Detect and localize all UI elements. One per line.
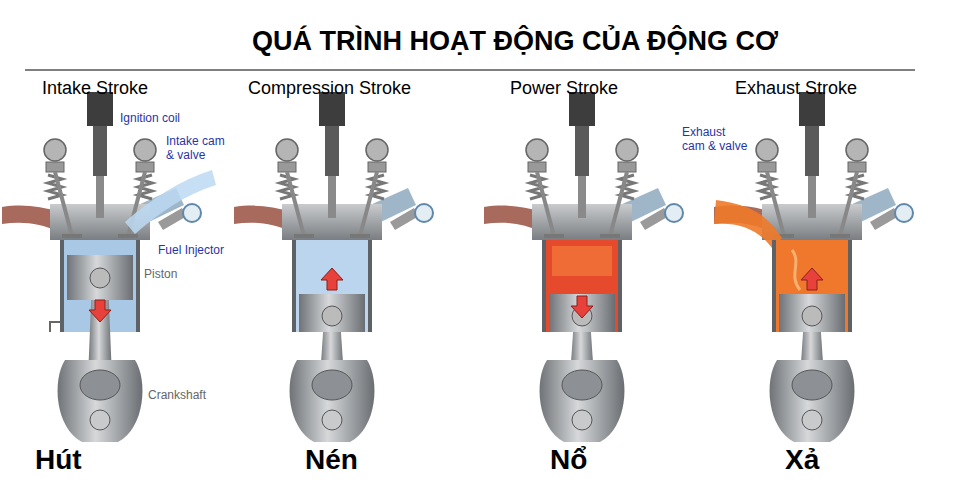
part-label: Piston (144, 268, 177, 282)
stroke-vi-name: Nổ (550, 444, 587, 476)
part-label: Exhaust cam & valve (682, 126, 750, 154)
diagram-title: QUÁ TRÌNH HOẠT ĐỘNG CỦA ĐỘNG CƠ (252, 26, 778, 57)
power-panel (484, 92, 683, 442)
stroke-name: Intake Stroke (42, 78, 148, 99)
stroke-vi-name: Xả (785, 444, 819, 476)
part-label: Fuel Injector (158, 244, 224, 258)
part-label: Intake cam & valve (166, 135, 232, 163)
stroke-name: Exhaust Stroke (735, 78, 857, 99)
stroke-vi-name: Nén (305, 444, 358, 476)
compression-panel (234, 92, 433, 442)
part-label: Ignition coil (120, 112, 180, 126)
part-label: Crankshaft (148, 389, 206, 403)
stroke-name: Power Stroke (510, 78, 618, 99)
stroke-vi-name: Hút (35, 444, 82, 476)
title-rule (25, 70, 915, 71)
stroke-name: Compression Stroke (248, 78, 411, 99)
